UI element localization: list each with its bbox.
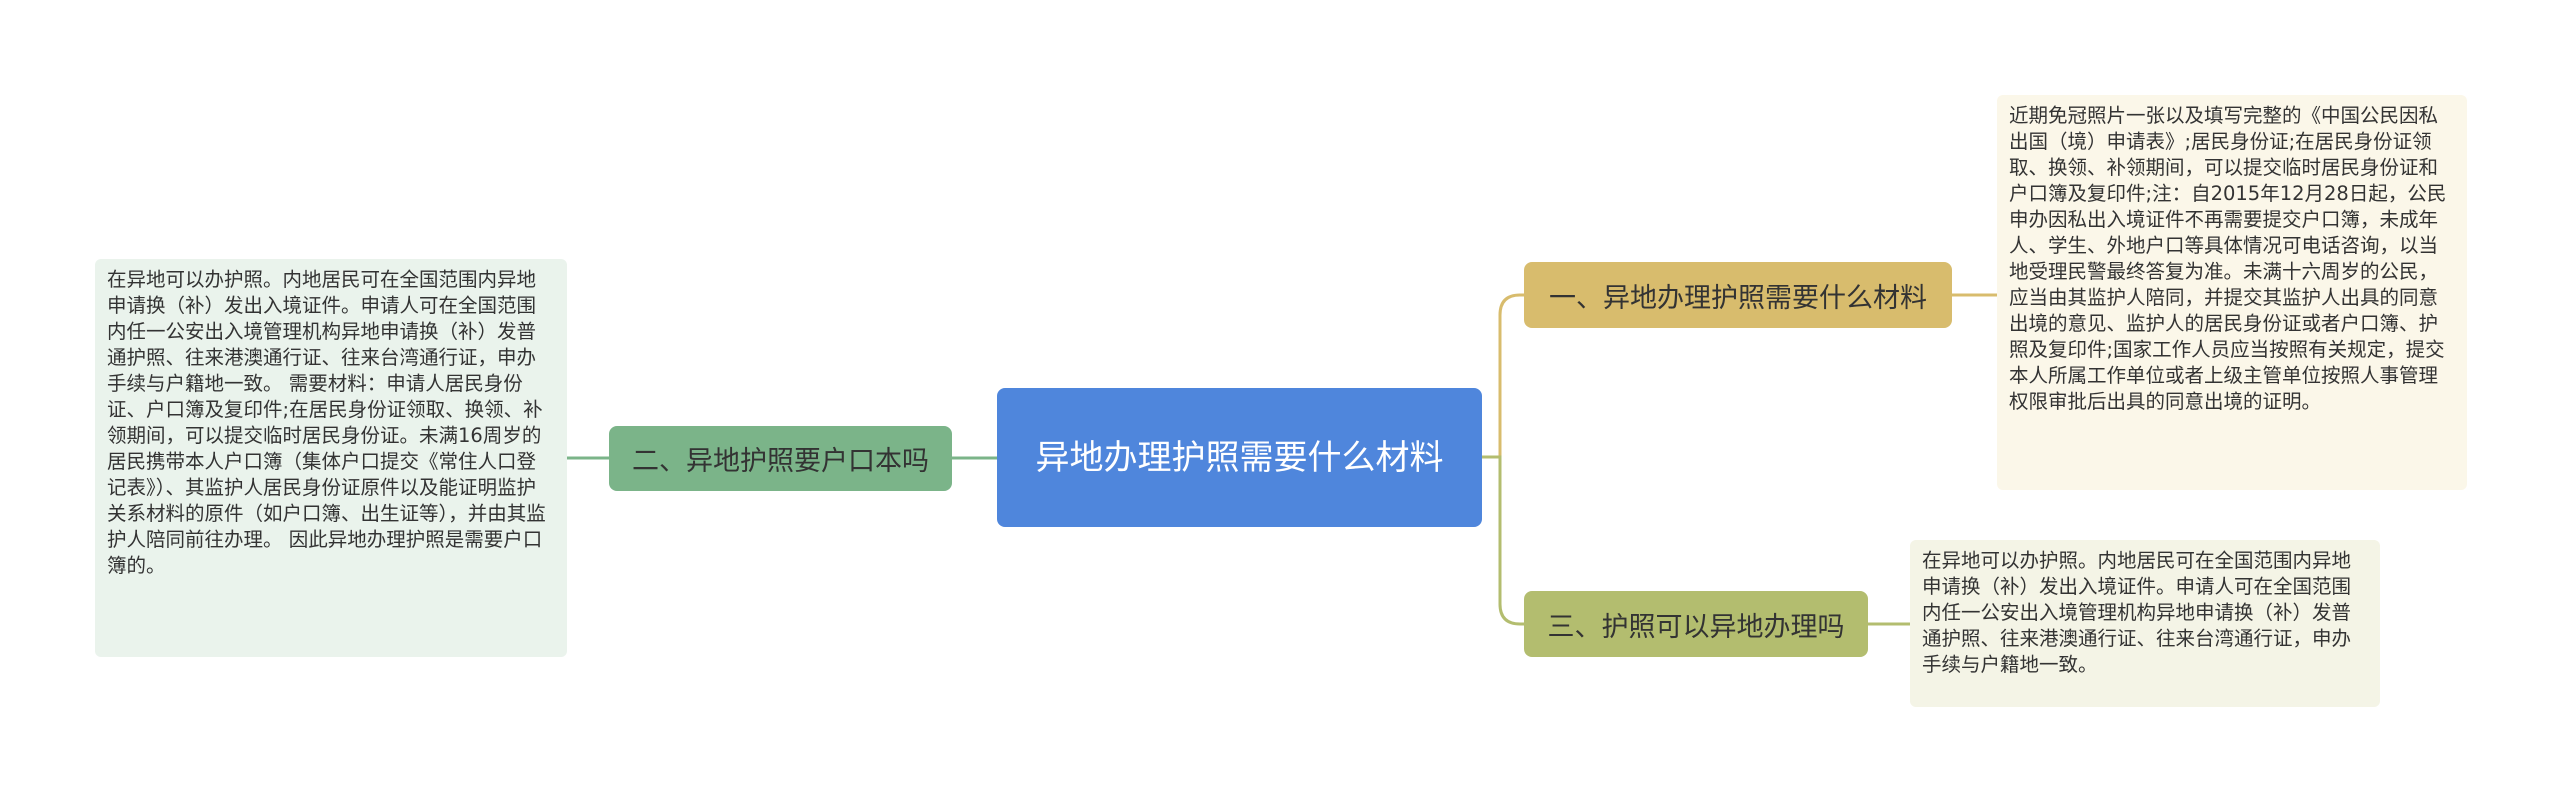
connector-root-to-branch-1	[1482, 293, 1524, 459]
detail-text: 近期免冠照片一张以及填写完整的《中国公民因私出国（境）申请表》;居民身份证;在居…	[2009, 104, 2447, 413]
branch-node-materials[interactable]: 一、异地办理护照需要什么材料	[1524, 262, 1952, 328]
detail-text: 在异地可以办护照。内地居民可在全国范围内异地申请换（补）发出入境证件。申请人可在…	[107, 268, 546, 577]
branch-node-hukou[interactable]: 二、异地护照要户口本吗	[609, 426, 952, 491]
branch-label: 一、异地办理护照需要什么材料	[1549, 282, 1927, 314]
root-title: 异地办理护照需要什么材料	[1035, 437, 1444, 478]
detail-node-remote: 在异地可以办护照。内地居民可在全国范围内异地申请换（补）发出入境证件。申请人可在…	[1910, 540, 2380, 707]
branch-node-remote[interactable]: 三、护照可以异地办理吗	[1524, 591, 1868, 657]
root-node[interactable]: 异地办理护照需要什么材料	[997, 388, 1482, 527]
detail-node-hukou: 在异地可以办护照。内地居民可在全国范围内异地申请换（补）发出入境证件。申请人可在…	[95, 259, 567, 657]
branch-label: 二、异地护照要户口本吗	[632, 446, 929, 477]
branch-label: 三、护照可以异地办理吗	[1547, 611, 1845, 643]
detail-text: 在异地可以办护照。内地居民可在全国范围内异地申请换（补）发出入境证件。申请人可在…	[1922, 549, 2352, 676]
detail-node-materials: 近期免冠照片一张以及填写完整的《中国公民因私出国（境）申请表》;居民身份证;在居…	[1997, 95, 2467, 490]
connector-root-to-branch-3	[1482, 455, 1524, 626]
